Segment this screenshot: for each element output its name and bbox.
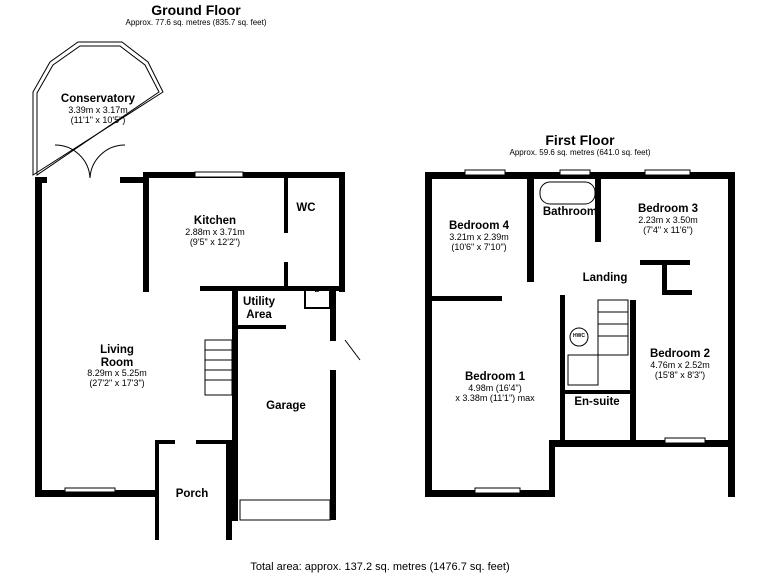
room-porch: Porch bbox=[175, 488, 209, 500]
room-dims: 2.88m x 3.71m bbox=[185, 226, 245, 237]
room-dims: 4.76m x 2.52m bbox=[650, 359, 710, 370]
room-landing: Landing bbox=[582, 272, 628, 284]
first-floor-title: First Floor bbox=[545, 132, 615, 148]
room-dims: (9'5" x 12'2") bbox=[189, 236, 241, 247]
room-utility-area: Utility Area bbox=[243, 296, 275, 321]
boiler-label: B bbox=[314, 287, 320, 294]
room-dims: x 3.38m (11'1") max bbox=[455, 392, 535, 403]
room-garage: Garage bbox=[266, 400, 306, 412]
room-wc: WC bbox=[296, 202, 316, 214]
room-dims: (27'2" x 17'3") bbox=[89, 378, 145, 389]
room-dims: 2.23m x 3.50m bbox=[638, 214, 698, 225]
room-bathroom: Bathroom bbox=[542, 206, 598, 218]
room-name: Kitchen bbox=[193, 215, 237, 227]
total-area: Total area: approx. 137.2 sq. metres (14… bbox=[250, 561, 510, 573]
room-name: Bedroom 4 bbox=[448, 220, 510, 232]
ground-floor-title: Ground Floor bbox=[151, 2, 241, 18]
first-floor-details bbox=[464, 169, 706, 494]
room-name: Conservatory bbox=[60, 93, 136, 105]
room-dims: (11'1" x 10'5") bbox=[70, 114, 126, 125]
hwc-label: HWC bbox=[573, 333, 585, 339]
room-name: Bedroom 2 bbox=[649, 348, 711, 360]
room-name: Bedroom 1 bbox=[464, 371, 526, 383]
room-dims: (15'8" x 8'3") bbox=[654, 369, 706, 380]
room-en-suite: En-suite bbox=[574, 396, 620, 408]
room-dims: 3.39m x 3.17m bbox=[68, 104, 128, 115]
first-floor-area: Approx. 59.6 sq. metres (641.0 sq. feet) bbox=[509, 148, 651, 157]
room-name: Bedroom 3 bbox=[637, 203, 699, 215]
room-dims: 3.21m x 2.39m bbox=[449, 231, 509, 242]
ground-floor-details bbox=[32, 41, 361, 521]
room-dims: (10'6" x 7'10") bbox=[451, 241, 507, 252]
room-name: Living Room bbox=[100, 344, 134, 369]
room-dims: 8.29m x 5.25m bbox=[87, 368, 147, 379]
ground-floor-area: Approx. 77.6 sq. metres (835.7 sq. feet) bbox=[125, 18, 267, 27]
room-dims: 4.98m (16'4") bbox=[468, 382, 522, 393]
room-dims: (7'4" x 11'6") bbox=[643, 224, 693, 235]
